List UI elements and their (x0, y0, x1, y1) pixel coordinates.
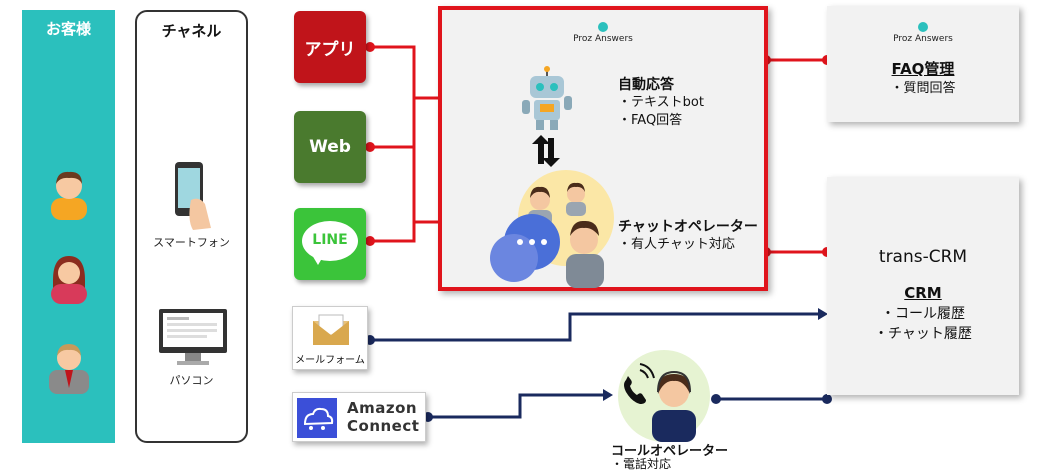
customer-avatar-2-icon (51, 256, 87, 304)
line-channel-label: LINE (312, 232, 348, 248)
pc-label: パソコン (169, 374, 214, 387)
web-channel-button[interactable]: Web (294, 111, 366, 183)
chat-operator-title: チャットオペレーター (618, 219, 758, 235)
proz-answers-box: Proz Answers 自動応答 ・テキストbot ・FAQ回答 チャットオペ… (438, 6, 768, 291)
proz-brand: Proz Answers (442, 22, 764, 44)
call-operator-item-0: ・電話対応 (611, 457, 672, 471)
customer-column: お客様 (22, 10, 115, 443)
smartphone-label: スマートフォン (153, 236, 230, 249)
pc-icon (159, 309, 227, 365)
amazon-connect-card[interactable]: Amazon Connect (292, 392, 426, 442)
web-to-auto-line (372, 98, 416, 149)
channel-title: チャネル (161, 22, 222, 40)
customer-avatar-3-icon (49, 344, 89, 394)
customer-avatar-1-icon (51, 171, 87, 220)
crm-item-0: ・コール履歴 (881, 306, 965, 322)
robot-icon (522, 66, 572, 130)
chat-operators-icon (490, 170, 614, 288)
chat-item-0: ・有人チャット対応 (618, 237, 735, 252)
auto-item-1: ・FAQ回答 (618, 113, 683, 128)
customer-title: お客様 (45, 20, 91, 38)
amazon-connect-icon (297, 398, 337, 438)
auto-item-0: ・テキストbot (618, 95, 704, 110)
web-channel-label: Web (309, 137, 351, 157)
navy-connectors (370, 312, 827, 419)
faq-brand: Proz Answers (827, 22, 1019, 44)
faq-brand-text: Proz Answers (893, 34, 953, 44)
smartphone-icon (175, 162, 211, 230)
faq-logo-icon (918, 22, 928, 32)
mailform-label: メールフォーム (295, 355, 365, 366)
faq-title: FAQ管理 (891, 60, 955, 78)
mailform-channel-card[interactable]: メールフォーム (292, 306, 368, 370)
crm-title: CRM (904, 284, 942, 302)
amazon-connect-line2: Connect (347, 417, 420, 435)
crm-box: trans-CRM CRM ・コール履歴 ・チャット履歴 (827, 177, 1019, 395)
auto-response-title: 自動応答 (618, 77, 674, 93)
faq-management-box: Proz Answers FAQ管理 ・質問回答 (827, 6, 1019, 122)
line-channel-button[interactable]: LINE (294, 208, 366, 280)
crm-item-1: ・チャット履歴 (874, 326, 972, 342)
amazon-connect-line1: Amazon (347, 399, 418, 417)
mail-to-crm-line (370, 312, 818, 342)
call-operator-icon (618, 350, 710, 442)
line-bubble-icon (302, 221, 358, 261)
envelope-icon (313, 314, 349, 345)
amazon-to-operator-line (428, 393, 603, 419)
channel-column: チャネル スマートフォン パソコン (135, 10, 248, 443)
app-channel-button[interactable]: アプリ (294, 11, 366, 83)
faq-item-0: ・質問回答 (890, 81, 956, 96)
app-channel-label: アプリ (304, 39, 356, 60)
proz-logo-icon (598, 22, 608, 32)
crm-system-name: trans-CRM (878, 247, 968, 267)
swap-arrows-icon (532, 135, 560, 167)
proz-brand-text: Proz Answers (573, 34, 633, 44)
call-operator-title: コールオペレーター (611, 444, 729, 459)
